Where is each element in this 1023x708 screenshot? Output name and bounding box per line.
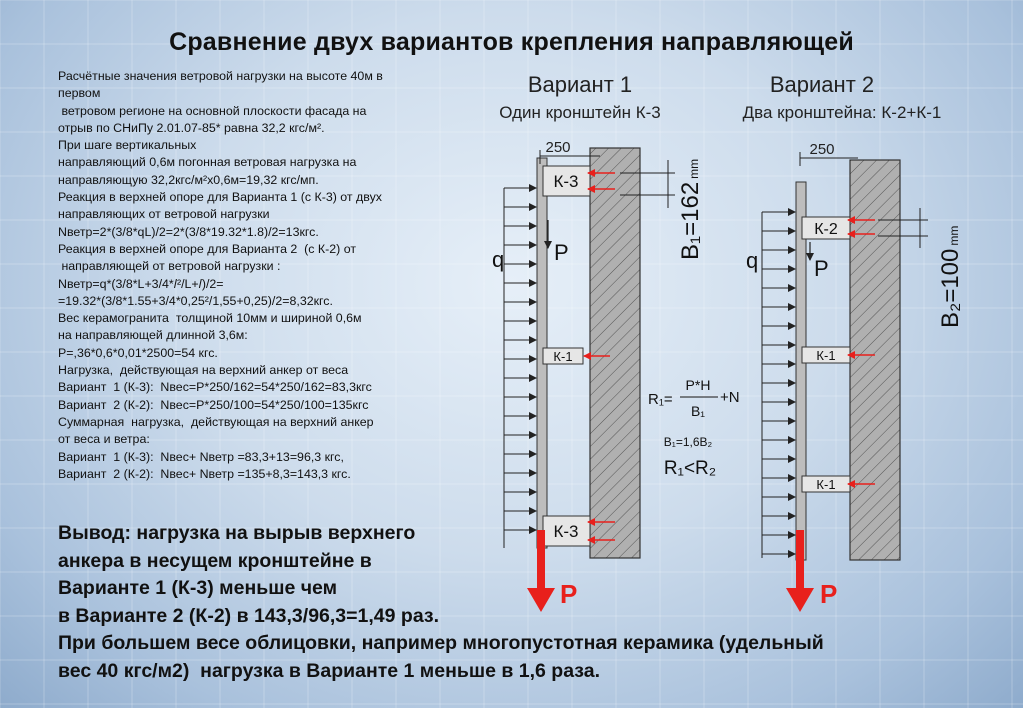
variant2-bracket-top-label: К-2: [814, 221, 838, 238]
page-title: Сравнение двух вариантов крепления напра…: [169, 28, 854, 56]
calc-line: Nветр=q*(3/8*L+3/4*𝑙²/L+𝑙)/2=: [58, 276, 224, 291]
calc-line: Вариант 1 (К-3): Nвес=Р*250/162=54*250/1…: [58, 380, 372, 395]
conclusion-line: в Варианте 2 (К-2) в 143,3/96,3=1,49 раз…: [58, 604, 440, 627]
variant2-force-head: [786, 588, 814, 612]
variant1-force-label: P: [560, 579, 577, 609]
calc-line: на направляющей длинной 3,6м:: [58, 328, 248, 343]
variant2-q-label: q: [746, 248, 758, 273]
variant1-bracket-mid-label: К-1: [553, 349, 572, 364]
calc-line: Nветр=2*(3/8*qL)/2=2*(3/8*19.32*1.8)/2=1…: [58, 224, 319, 239]
conclusion-line: Варианте 1 (К-3) меньше чем: [58, 577, 338, 599]
calc-line: от веса и ветра:: [58, 432, 150, 447]
variant2-drawing: 250 К-2 B₂=100mm q P К-1 К-1: [746, 141, 964, 612]
variant1-force-shaft: [537, 530, 545, 590]
variant1-bracket-top-label: К-3: [553, 172, 578, 191]
calc-line: первом: [58, 86, 101, 101]
calc-line: Расчётные значения ветровой нагрузки на …: [58, 69, 383, 83]
formula-denominator: B₁: [691, 403, 705, 419]
conclusion-text: Вывод: нагрузка на вырыв верхнего анкера …: [58, 520, 1008, 685]
bracket-diagram: Вариант 1 Один кронштейн К-3 Вариант 2 Д…: [492, 72, 964, 612]
variant2-wall: [849, 159, 901, 561]
conclusion-line: вес 40 кгс/м2) нагрузка в Варианте 1 мен…: [58, 659, 600, 682]
formula-r1: R₁=: [648, 391, 673, 408]
variant1-wind-load: [503, 184, 537, 548]
formula-compare: R₁<R₂: [664, 458, 716, 479]
variant1-subtitle: Один кронштейн К-3: [499, 103, 660, 122]
conclusion-line: При большем весе облицовки, например мно…: [58, 632, 824, 654]
calc-line: Суммарная нагрузка, действующая на верхн…: [58, 414, 374, 429]
variant2-force-label: P: [820, 579, 837, 609]
variant2-subtitle: Два кронштейна: К-2+К-1: [743, 103, 942, 122]
calc-line: направляющей от ветровой нагрузки :: [58, 259, 281, 274]
variant2-force-shaft: [796, 530, 804, 590]
variant1-force-head: [527, 588, 555, 612]
calc-line: направляющую 32,2кгс/м²х0,6м=19,32 кгс/м…: [58, 172, 319, 187]
calc-line: направляющий 0,6м погонная ветровая нагр…: [58, 155, 357, 170]
calc-line: Р=,36*0,6*0,01*2500=54 кгс.: [58, 345, 218, 360]
variant1-weight-label: P: [554, 240, 569, 265]
variant2-b2-label: B₂=100mm: [937, 226, 964, 328]
variant2-dim-250: 250: [809, 141, 834, 158]
calc-line: Реакция в верхней опоре для Варианта 2 (…: [58, 241, 357, 256]
variant1-bracket-bottom: [542, 515, 591, 547]
variant2-bracket-top: [801, 216, 851, 240]
conclusion-line: Вывод: нагрузка на вырыв верхнего: [58, 522, 416, 544]
calc-line: Вес керамогранита толщиной 10мм и ширино…: [58, 311, 362, 326]
calc-line: Вариант 2 (К-2): Nвес+ Nветр =135+8,3=14…: [58, 466, 351, 481]
formula-plus-n: +N: [720, 389, 740, 406]
calc-line: Нагрузка, действующая на верхний анкер о…: [58, 363, 349, 378]
variant1-drawing: 250 К-3 B₁=162mm q P К-1 К-3: [492, 139, 704, 612]
variant1-q-label: q: [492, 247, 504, 272]
variant2-wind-load: [761, 208, 796, 558]
variant1-wall: [589, 147, 641, 559]
calc-line: отрыв по СНиПу 2.01.07-85* равна 32,2 кг…: [58, 120, 325, 135]
formula-numerator: P*H: [686, 377, 711, 393]
calc-line: Реакция в верхней опоре для Варианта 1 (…: [58, 190, 382, 205]
calc-line: ветровом регионе на основной плоскости ф…: [58, 103, 367, 118]
calc-line: Вариант 2 (К-2): Nвес=Р*250/100=54*250/1…: [58, 397, 369, 412]
calc-line: направляющих от ветровой нагрузки: [58, 207, 270, 222]
variant1-dim-250: 250: [545, 139, 570, 156]
variant2-title: Вариант 2: [770, 72, 874, 97]
variant2-weight-label: P: [814, 256, 829, 281]
calc-line: =19.32*(3/8*1.55+3/4*0,25²/1,55+0,25)/2=…: [58, 293, 333, 308]
variant1-bracket-top: [542, 165, 591, 197]
calculation-text: Расчётные значения ветровой нагрузки на …: [58, 68, 488, 483]
calc-line: Вариант 1 (К-3): Nвес+ Nветр =83,3+13=96…: [58, 449, 344, 464]
variant2-bracket-mid-label: К-1: [816, 348, 835, 363]
variant2-bracket-bottom-label: К-1: [816, 477, 835, 492]
variant1-title: Вариант 1: [528, 72, 632, 97]
reaction-formula: R₁= P*H B₁ +N B₁=1,6B₂ R₁<R₂: [648, 377, 740, 479]
calc-line: При шаге вертикальных: [58, 138, 197, 153]
formula-ratio: B₁=1,6B₂: [664, 435, 713, 449]
conclusion-line: анкера в несущем кронштейне в: [58, 549, 372, 572]
variant1-b1-label: B₁=162mm: [677, 159, 704, 260]
variant1-bracket-bottom-label: К-3: [553, 522, 578, 541]
